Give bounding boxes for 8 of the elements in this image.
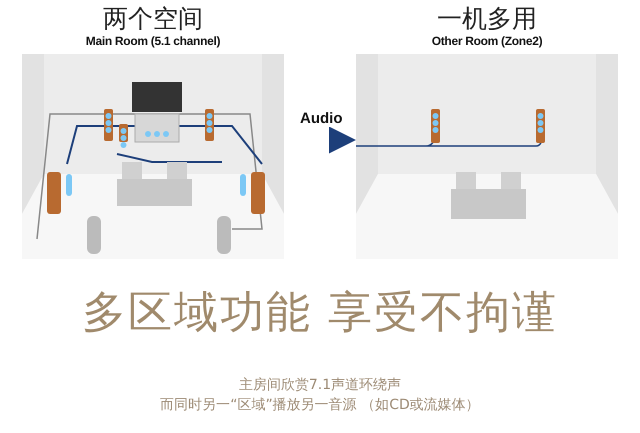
slogan: 多区域功能 享受不拘谨 [81, 286, 559, 340]
room-heading: 两个空间 [102, 4, 204, 34]
room-heading: 一机多用 [436, 4, 538, 34]
room-subtitle: Main Room (5.1 channel) [84, 34, 222, 48]
edge-label: Audio [298, 110, 344, 127]
caption-line: 而同时另一“区域”播放另一音源 （如CD或流媒体） [159, 396, 481, 414]
room-subtitle: Other Room (Zone2) [430, 34, 544, 48]
caption-line: 主房间欣赏7.1声道环绕声 [238, 376, 402, 394]
